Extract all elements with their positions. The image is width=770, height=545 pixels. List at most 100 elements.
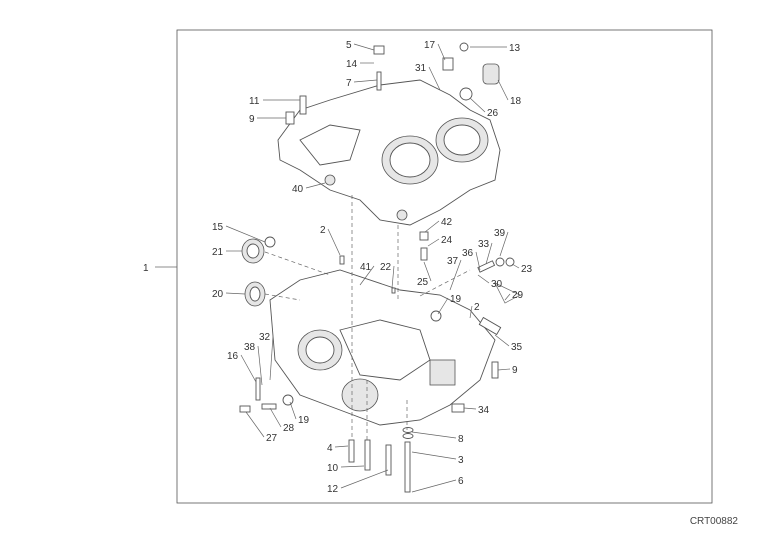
callout-12: 12: [327, 469, 389, 495]
callout-35: 35: [494, 334, 523, 353]
callout-13: 13: [470, 43, 521, 54]
callout-number: 12: [327, 484, 339, 495]
callout-leader: [327, 228, 341, 256]
callout-leader: [334, 445, 349, 448]
callout-number: 34: [478, 405, 490, 416]
callout-number: 32: [259, 332, 271, 343]
callout-11: 11: [249, 96, 300, 107]
callout-23: 23: [511, 263, 533, 275]
callout-leader: [269, 407, 282, 428]
callout-6: 6: [411, 476, 464, 493]
callout-leader: [245, 411, 265, 438]
callout-leader: [240, 354, 257, 383]
callout-number: 16: [227, 351, 239, 362]
callout-34: 34: [463, 405, 490, 416]
callout-number: 17: [424, 40, 436, 51]
callout-19: 19: [289, 401, 310, 426]
callout-14: 14: [346, 59, 374, 70]
callout-3: 3: [411, 451, 464, 466]
callout-41: 41: [359, 262, 375, 286]
callout-9: 9: [497, 365, 518, 376]
callout-16: 16: [227, 351, 257, 383]
callout-leader: [340, 469, 389, 489]
callout-38: 38: [244, 342, 263, 386]
callout-15: 15: [212, 222, 266, 243]
callout-39: 39: [494, 228, 509, 257]
callout-leader: [257, 345, 263, 386]
callout-number: 38: [244, 342, 256, 353]
callout-8: 8: [411, 431, 464, 445]
callout-leader: [499, 231, 509, 257]
callout-number: 7: [346, 78, 352, 89]
callout-number: 31: [415, 63, 427, 74]
callout-leader: [305, 182, 326, 189]
small-parts: [239, 42, 521, 493]
callout-24: 24: [427, 235, 453, 247]
callout-leader: [428, 66, 441, 91]
assembly-frame: [176, 29, 713, 504]
callout-31: 31: [415, 63, 441, 91]
callout-2: 2: [320, 225, 341, 256]
callout-7: 7: [346, 78, 378, 89]
upper-crankcase-half: [277, 79, 501, 226]
assembly-centerlines: [264, 195, 471, 440]
callout-number: 36: [462, 248, 474, 259]
callout-number: 24: [441, 235, 453, 246]
callout-number: 8: [458, 434, 464, 445]
callout-29: 29: [504, 290, 524, 301]
callout-4: 4: [327, 443, 349, 454]
callout-leader: [477, 274, 490, 284]
callout-leader: [494, 334, 510, 347]
callout-leader: [411, 451, 457, 460]
callout-number: 14: [346, 59, 358, 70]
callout-number: 27: [266, 433, 278, 444]
callout-27: 27: [245, 411, 278, 444]
callout-40: 40: [292, 182, 326, 195]
callout-number: 22: [380, 262, 392, 273]
callout-number: 20: [212, 289, 224, 300]
callout-leader: [437, 43, 446, 61]
callout-number: 6: [458, 476, 464, 487]
callout-25: 25: [417, 261, 432, 288]
callout-leader: [511, 263, 520, 269]
callout-leader: [225, 292, 246, 295]
callout-leader: [475, 251, 481, 271]
callout-number: 2: [474, 302, 480, 313]
callout-leader: [469, 97, 486, 113]
callout-leader: [225, 225, 266, 243]
callout-number: 42: [441, 217, 453, 228]
callout-21: 21: [212, 247, 242, 258]
callout-number: 15: [212, 222, 224, 233]
callout-19: 19: [437, 294, 462, 315]
callout-number: 33: [478, 239, 490, 250]
callout-number: 29: [512, 290, 524, 301]
callout-number: 9: [249, 114, 255, 125]
callout-leader: [391, 265, 395, 289]
callout-28: 28: [269, 407, 295, 434]
callout-number: 23: [521, 264, 533, 275]
callout-number: 5: [346, 40, 352, 51]
callout-number: 40: [292, 184, 304, 195]
callout-number: 21: [212, 247, 224, 258]
drawing-code: CRT00882: [689, 516, 738, 527]
callout-number: 39: [494, 228, 506, 239]
callout-leader: [359, 265, 375, 286]
callout-leader: [469, 305, 473, 319]
callout-leader: [411, 431, 457, 439]
callout-leader: [504, 293, 511, 301]
callout-number: 41: [360, 262, 372, 273]
callout-leader: [497, 368, 511, 371]
callout-10: 10: [327, 463, 365, 474]
callout-number: 18: [510, 96, 522, 107]
callout-leader: [411, 479, 457, 493]
callout-leader: [427, 238, 440, 247]
callout-leader: [463, 407, 477, 410]
callout-number: 25: [417, 277, 429, 288]
callout-17: 17: [424, 40, 446, 61]
callout-20: 20: [212, 289, 246, 300]
callout-42: 42: [424, 217, 453, 233]
callout-number: 13: [509, 43, 521, 54]
callout-number: 9: [512, 365, 518, 376]
